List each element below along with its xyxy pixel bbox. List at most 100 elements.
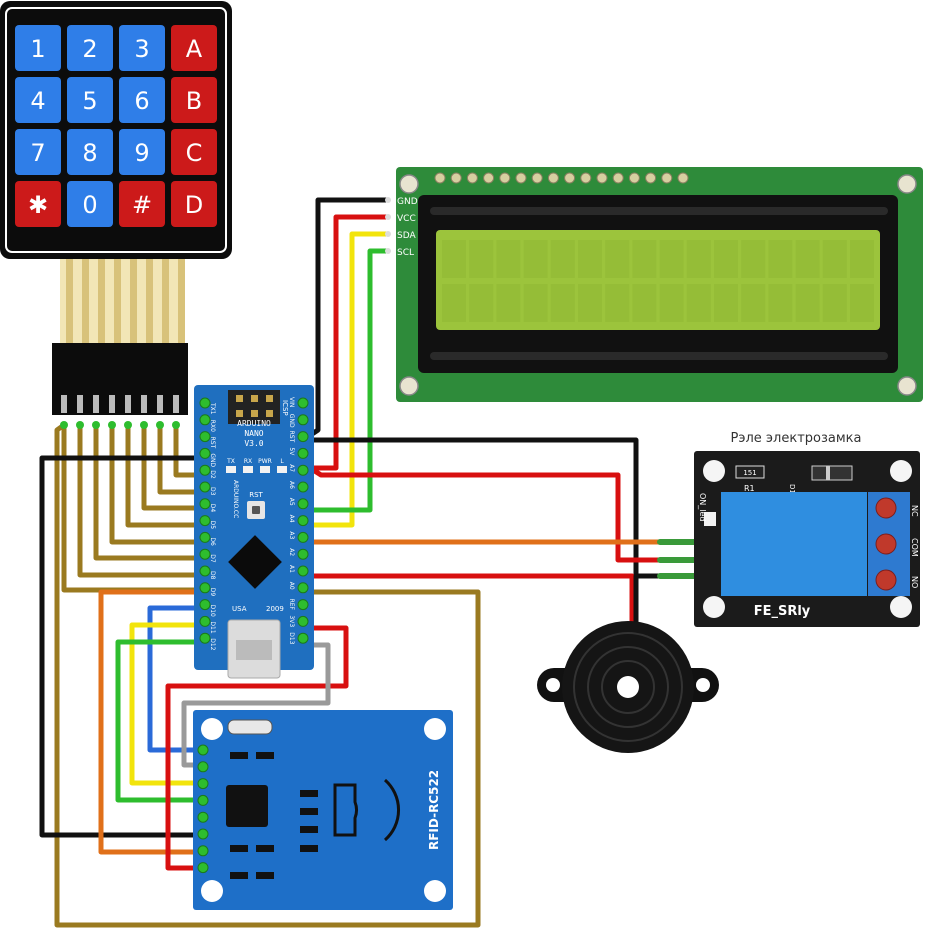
relay-module: Рэле электрозамка 151 R1 D1 ON_led FE_SR…: [694, 431, 920, 627]
lcd-char-cell: [442, 284, 466, 322]
keypad-key[interactable]: 4: [15, 77, 61, 123]
keypad-key[interactable]: 7: [15, 129, 61, 175]
keypad-key[interactable]: 6: [119, 77, 165, 123]
keypad-key[interactable]: B: [171, 77, 217, 123]
nano-pin-label: D10: [209, 605, 216, 617]
arduino-leds: TX RX PWR L: [226, 458, 287, 473]
nano-pin-label: RST: [288, 431, 295, 443]
nano-pin-label: 5V: [288, 447, 295, 456]
keypad-key[interactable]: C: [171, 129, 217, 175]
rfid-pin: [197, 828, 209, 840]
keypad-key-label: 7: [30, 139, 45, 167]
nano-pin-label: GND: [209, 453, 216, 467]
lcd-header-pin: [661, 172, 673, 184]
usa-label: USA: [232, 605, 247, 613]
connector-pin-end: [172, 421, 180, 429]
nano-pin-label: D9: [209, 588, 216, 597]
rfid-mount-hole: [201, 718, 223, 740]
smd-component: [300, 790, 318, 797]
nano-pin-label: A7: [288, 464, 295, 472]
buzzer-ring: [573, 632, 683, 742]
nano-pin-label: D3: [209, 487, 216, 496]
lcd-char-cell: [659, 284, 684, 322]
connector-pin-end: [108, 421, 116, 429]
smd-component: [230, 752, 248, 759]
connector-pin-end: [60, 421, 68, 429]
nano-pin-label: RX0: [209, 420, 216, 432]
lcd-header-pin: [466, 172, 478, 184]
keypad-key[interactable]: D: [171, 181, 217, 227]
keypad-key[interactable]: 5: [67, 77, 113, 123]
lcd-character-cells: [442, 240, 874, 322]
keypad-key[interactable]: #: [119, 181, 165, 227]
led-label-rx: RX: [244, 458, 252, 465]
keypad-key[interactable]: A: [171, 25, 217, 71]
relay-mount-hole: [890, 596, 912, 618]
lcd-header-pin: [547, 172, 559, 184]
lcd-header-pin: [677, 172, 689, 184]
lcd-pin-sda: SDA: [397, 231, 416, 241]
nano-pin-label: GND: [288, 414, 295, 428]
nano-pin: [297, 599, 309, 611]
lcd-char-cell: [741, 240, 766, 278]
keypad-key-face: [171, 77, 217, 123]
relay-resistor-value: 151: [743, 469, 756, 477]
nano-pin-label: D2: [209, 470, 216, 479]
nano-pin: [199, 531, 211, 543]
rfid-antenna-arc: [383, 778, 400, 842]
lcd-header-pin: [499, 172, 511, 184]
keypad-connector-pins: [60, 395, 180, 429]
rfid-name: RFID-RC522: [427, 770, 441, 850]
connector-pin-end: [92, 421, 100, 429]
keypad-key[interactable]: 9: [119, 129, 165, 175]
led-tx: [226, 466, 236, 473]
rst-label: RST: [249, 491, 263, 499]
keypad-key[interactable]: 0: [67, 181, 113, 227]
lcd-char-cell: [578, 240, 602, 278]
lcd-header-pin: [515, 172, 527, 184]
keypad-key[interactable]: ✱: [15, 181, 61, 227]
keypad-key[interactable]: 8: [67, 129, 113, 175]
ribbon-trace: [82, 259, 89, 345]
nano-pin: [297, 531, 309, 543]
lcd-char-cell: [523, 240, 548, 278]
rfid-pins: [197, 744, 209, 874]
nano-pin: [297, 431, 309, 443]
buzzer-center-hole: [617, 676, 639, 698]
arduino-side-label: ARDUINO.CC: [232, 480, 239, 518]
connector-pin: [157, 395, 163, 413]
keypad-key[interactable]: 1: [15, 25, 61, 71]
nano-pin-label: D11: [209, 621, 216, 633]
lcd-char-cell: [523, 284, 548, 322]
wire-keypad-5: [109, 422, 208, 545]
nano-pin: [297, 414, 309, 426]
reset-button-cap: [252, 506, 260, 514]
rfid-pin: [197, 845, 209, 857]
nano-pin: [199, 515, 211, 527]
lcd-char-cell: [578, 284, 602, 322]
ribbon-trace: [66, 259, 73, 345]
rfid-pin: [197, 778, 209, 790]
nano-pin: [297, 582, 309, 594]
rfid-crystal: [227, 719, 273, 735]
keypad-key[interactable]: 3: [119, 25, 165, 71]
icsp-pin: [236, 395, 243, 402]
smd-component: [300, 826, 318, 833]
nano-pin: [199, 582, 211, 594]
lcd-char-cell: [795, 284, 820, 322]
keypad-key-face: [171, 25, 217, 71]
lcd-mount-hole: [897, 174, 917, 194]
lcd-mount-hole: [897, 376, 917, 396]
nano-pin: [199, 498, 211, 510]
lcd-header-pin: [612, 172, 624, 184]
connector-pin: [61, 395, 67, 413]
lcd-mount-hole: [399, 376, 419, 396]
icsp-pins: [236, 395, 273, 417]
nano-pin: [297, 615, 309, 627]
keypad-key[interactable]: 2: [67, 25, 113, 71]
connector-pin: [125, 395, 131, 413]
nano-pin: [199, 565, 211, 577]
wire-a1-buzzer: [300, 573, 635, 633]
